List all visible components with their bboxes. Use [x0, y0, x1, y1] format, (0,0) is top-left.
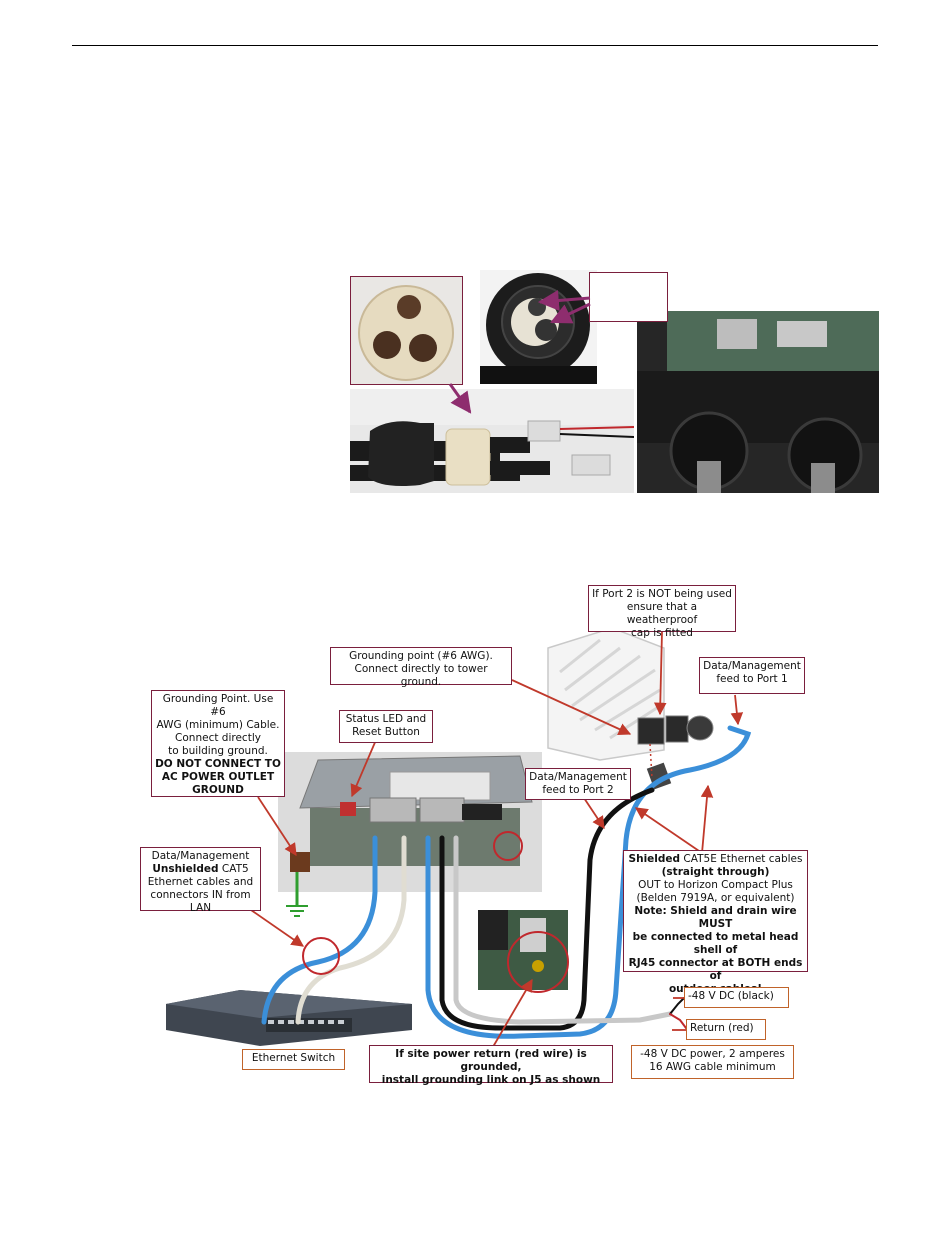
highlight-circles: [302, 831, 569, 993]
ethernet-switch-label: Ethernet Switch: [242, 1049, 345, 1070]
grommet-insert-photo: [350, 276, 463, 385]
minus48-label: -48 V DC (black): [684, 987, 789, 1008]
port2-cap-note: If Port 2 is NOT being used ensure that …: [588, 585, 736, 639]
return-red-label: Return (red): [686, 1019, 766, 1040]
grounding-link-dotted: [649, 743, 653, 779]
building-ground-note: Grounding Point. Use #6 AWG (minimum) Ca…: [151, 690, 285, 797]
cables: [261, 725, 752, 1039]
ground-lug: [286, 852, 310, 917]
ethernet-switch: [166, 990, 412, 1046]
grounding-link-note: If site power return (red wire) is groun…: [369, 1045, 613, 1086]
tower-ground-note: Grounding point (#6 AWG). Connect direct…: [330, 647, 512, 688]
status-led-note: Status LED and Reset Button: [339, 710, 433, 743]
purple-arrows: [448, 290, 591, 414]
horizon-odu: [547, 627, 714, 790]
leader-arrows: [250, 631, 744, 1053]
gland-port-callout-box: [589, 272, 668, 322]
shielded-cable-note: Shielded CAT5E Ethernet cables (straight…: [623, 850, 808, 995]
power-spec-note: -48 V DC power, 2 amperes 16 AWG cable m…: [631, 1045, 794, 1079]
header-rule: [72, 45, 878, 46]
port2-feed-note: Data/Management feed to Port 2: [525, 768, 631, 800]
j5-closeup: [478, 910, 568, 990]
cable-gland-assembly-photo: [350, 389, 634, 493]
odu-gland-installed-photo: [637, 311, 879, 493]
power-injector-unit: [278, 752, 542, 892]
lan-cable-note: Data/Management Unshielded CAT5 Ethernet…: [140, 847, 261, 914]
port1-feed-note: Data/Management feed to Port 1: [699, 657, 805, 694]
